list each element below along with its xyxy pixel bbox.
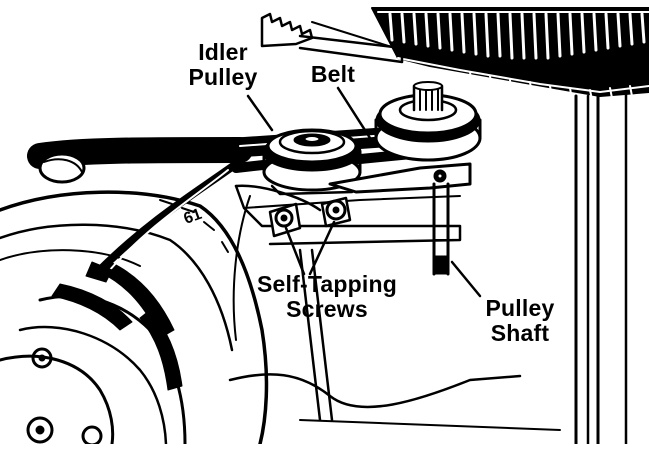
self-tapping-screws (268, 196, 352, 238)
svg-text:61: 61 (182, 206, 205, 228)
idler-pulley-label-line1: Idler (198, 39, 248, 65)
serrated-bracket (260, 12, 314, 48)
idler-pulley-label: Idler Pulley (178, 40, 268, 90)
belt-label-text: Belt (310, 61, 356, 87)
cabinet-top-fins (371, 7, 649, 101)
motor-housing (0, 190, 269, 447)
frame-posts (574, 92, 628, 446)
pulley-shaft-label: Pulley Shaft (470, 296, 570, 346)
drain-hose (27, 137, 253, 283)
pulley-shaft-label-line2: Shaft (490, 320, 550, 346)
self-tapping-screws-label-line2: Screws (286, 296, 368, 322)
self-tapping-screws-label-line1: Self-Tapping (257, 271, 397, 297)
idler-pulley (262, 128, 362, 196)
self-tapping-screws-label: Self-Tapping Screws (232, 272, 422, 322)
belt-label: Belt (298, 62, 368, 87)
pulley-shaft (432, 182, 450, 276)
drive-pulley (374, 81, 482, 162)
leader-lines (246, 86, 482, 298)
idler-pulley-label-line2: Pulley (188, 64, 258, 90)
tub-plate: 61 (182, 184, 561, 431)
pulley-shaft-label-line1: Pulley (485, 295, 555, 321)
